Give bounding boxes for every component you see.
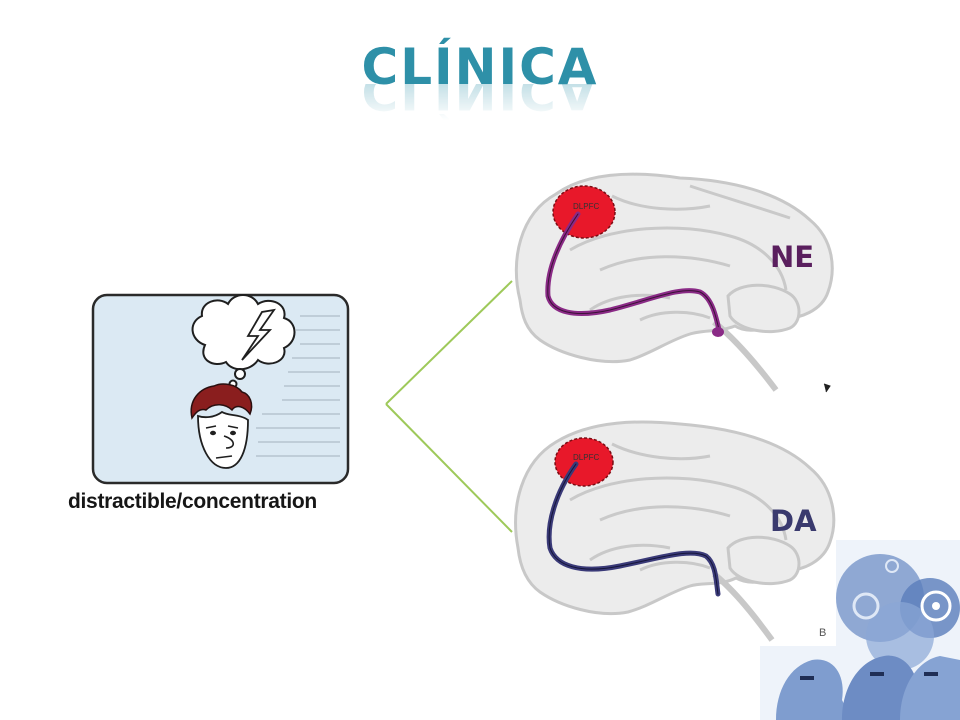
distractible-illustration <box>91 293 350 485</box>
dlpfc-label-bottom: DLPFC <box>573 453 600 462</box>
ne-label: NE <box>770 240 815 274</box>
slide-title: CLÍNICA <box>361 38 599 96</box>
slide-caption: distractible/concentration <box>68 490 317 513</box>
connector-lines <box>385 280 513 533</box>
dlpfc-label-top: DLPFC <box>573 202 600 211</box>
corner-collage-image <box>760 540 960 720</box>
dlpfc-region-top <box>552 185 616 239</box>
corner-mark: B <box>819 627 827 639</box>
brain-diagram-da <box>514 420 836 642</box>
brain-diagram-ne <box>514 172 834 393</box>
lightning-bolt-icon <box>241 308 276 361</box>
gear-icon <box>920 590 952 622</box>
da-label: DA <box>770 504 817 538</box>
